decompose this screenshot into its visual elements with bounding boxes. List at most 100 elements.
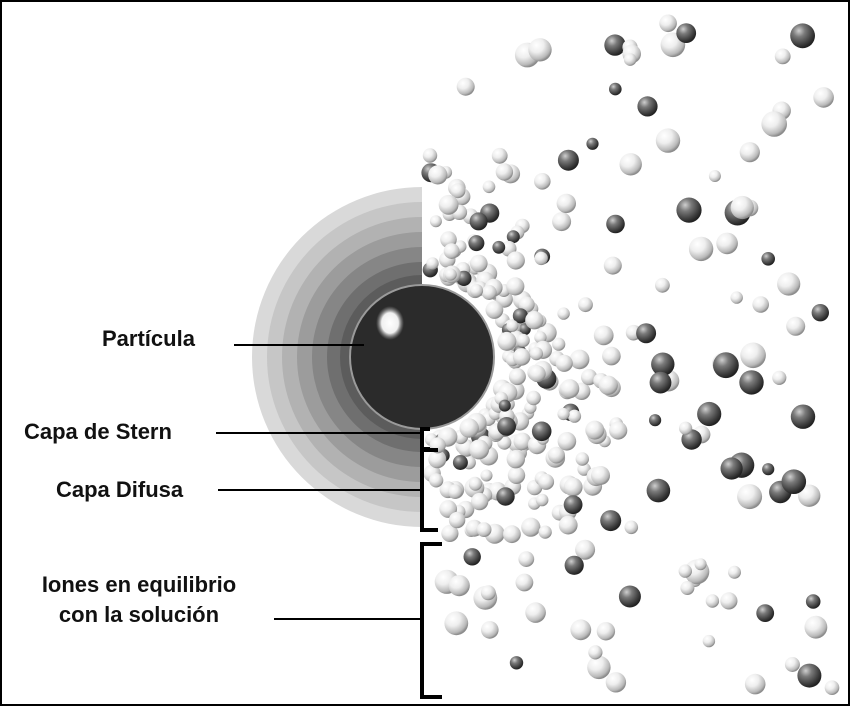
ion-light <box>526 390 541 406</box>
ion-light <box>744 673 766 695</box>
ion-dark <box>496 487 515 506</box>
ion-dark <box>512 308 528 324</box>
ion-light <box>728 565 741 579</box>
ion-light <box>587 655 611 680</box>
ion-light <box>528 38 552 62</box>
ion-dark <box>497 417 516 436</box>
ion-light <box>506 319 519 332</box>
ion-dark <box>761 251 775 266</box>
ion-dark <box>811 304 829 322</box>
ion-light <box>619 153 642 176</box>
ion-light <box>730 291 743 304</box>
ion-dark <box>720 457 743 480</box>
ion-dark <box>697 401 722 427</box>
ion-light <box>588 645 603 660</box>
ion-light <box>737 484 763 510</box>
ion-dark <box>676 23 697 43</box>
ion-light <box>521 517 541 537</box>
ion-light <box>824 680 840 695</box>
ion-light <box>480 469 493 482</box>
ion-light <box>585 420 605 440</box>
ion-cloud <box>421 14 840 695</box>
ion-light <box>515 573 534 592</box>
ion-light <box>602 346 621 366</box>
ion-light <box>567 409 582 423</box>
ion-light <box>598 375 618 395</box>
ion-light <box>655 277 670 293</box>
ion-light <box>688 236 714 262</box>
ion-dark <box>563 495 583 515</box>
ion-light <box>739 142 760 163</box>
ion-light <box>459 418 479 438</box>
ion-light <box>428 450 447 469</box>
ion-light <box>516 333 530 347</box>
ions-label-line2: con la solución <box>58 601 220 627</box>
ion-dark <box>452 455 468 470</box>
ion-light <box>481 621 499 639</box>
ion-light <box>470 254 488 273</box>
ion-light <box>508 368 526 386</box>
ion-light <box>429 473 444 488</box>
ions-bracket <box>420 542 442 699</box>
ion-light <box>482 180 496 194</box>
ion-dark <box>636 323 657 344</box>
ion-light <box>552 212 572 232</box>
ion-light <box>448 511 466 529</box>
ion-dark <box>600 510 622 532</box>
ion-light <box>569 349 590 370</box>
ion-light <box>444 611 469 636</box>
ion-dark <box>604 34 626 56</box>
ion-light <box>426 257 439 270</box>
ion-light <box>428 165 448 185</box>
ion-light <box>777 272 801 296</box>
ion-dark <box>805 594 821 609</box>
brackets <box>420 427 442 699</box>
ion-light <box>804 615 828 639</box>
ion-light <box>456 77 475 96</box>
ion-dark <box>790 23 815 49</box>
ion-dark <box>609 82 622 96</box>
ion-light <box>774 48 791 65</box>
ion-light <box>655 128 681 153</box>
ion-light <box>730 195 754 220</box>
ion-light <box>578 297 593 313</box>
ion-light <box>525 311 544 330</box>
diffuse-bracket <box>420 448 438 532</box>
ion-dark <box>649 371 672 394</box>
ion-dark <box>797 663 822 688</box>
ion-light <box>518 296 535 313</box>
ion-light <box>518 551 535 567</box>
ion-light <box>525 602 546 623</box>
particle-label: Partícula <box>102 326 195 351</box>
ion-light <box>528 365 546 383</box>
ion-dark <box>586 137 599 150</box>
ion-light <box>813 87 834 108</box>
ion-light <box>443 243 460 259</box>
ion-light <box>469 284 484 298</box>
ion-dark <box>618 585 641 608</box>
ion-light <box>577 462 591 476</box>
ion-light <box>429 215 442 228</box>
ion-dark <box>606 214 625 234</box>
ion-light <box>720 592 738 610</box>
ion-light <box>708 170 721 182</box>
ion-light <box>447 484 463 499</box>
ion-light <box>557 307 570 320</box>
ion-light <box>481 285 497 300</box>
ion-dark <box>468 235 485 252</box>
ions-equilibrium-label: Iones en equilibrio con la solución <box>14 570 264 629</box>
ion-light <box>507 466 526 484</box>
ion-light <box>596 622 616 641</box>
ion-light <box>506 277 525 296</box>
ion-dark <box>756 604 775 622</box>
ion-dark <box>649 414 662 427</box>
ion-light <box>680 581 695 595</box>
ion-dark <box>790 404 816 429</box>
ion-light <box>570 619 592 641</box>
ion-dark <box>469 212 488 231</box>
ion-light <box>534 331 547 344</box>
ion-light <box>679 421 693 435</box>
particle-highlight <box>376 306 404 340</box>
stern-layer-label: Capa de Stern <box>24 419 172 444</box>
ion-dark <box>557 149 579 171</box>
